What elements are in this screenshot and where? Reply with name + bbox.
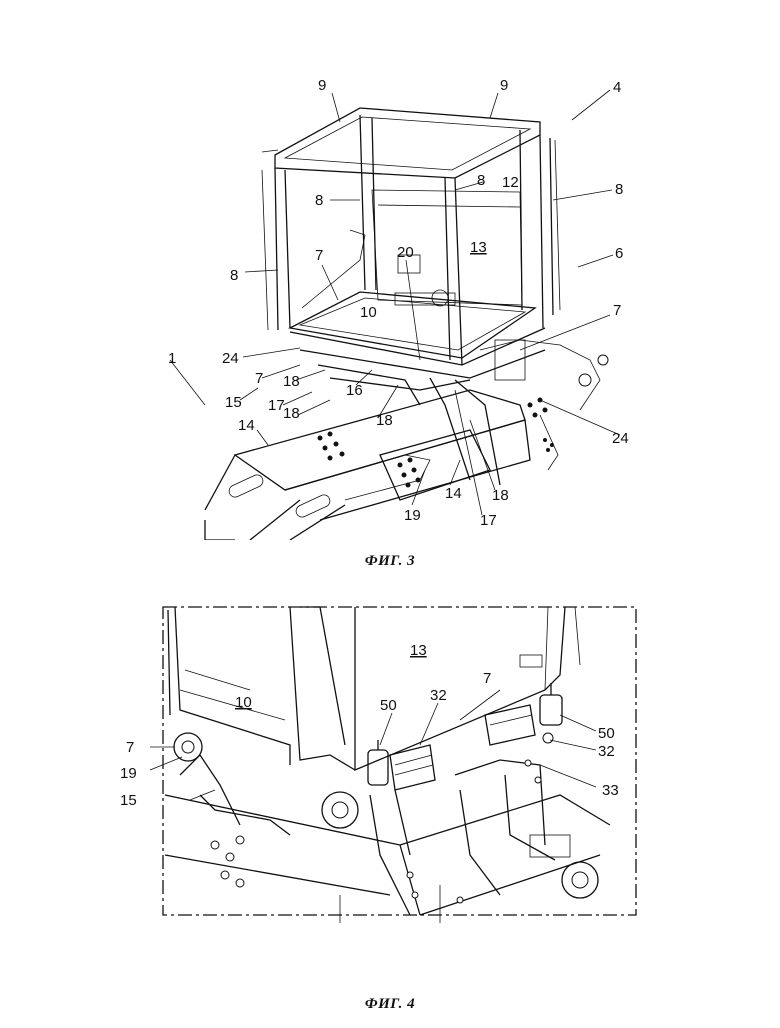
ref-label: 7 [613,302,621,319]
ref-label: 8 [615,181,623,198]
ref-label: 13 [410,642,427,659]
figure-3-drawing: 9 9 4 8 8 12 8 8 7 20 13 6 10 7 24 7 18 … [0,60,780,540]
ref-label: 18 [376,412,393,429]
ref-label: 7 [255,370,263,387]
figure-3-svg: 9 9 4 8 8 12 8 8 7 20 13 6 10 7 24 7 18 … [0,60,780,540]
ref-label: 50 [380,697,397,714]
ref-label: 33 [602,782,619,799]
ref-label: 18 [492,487,509,504]
damper-elements [368,683,562,785]
ref-label: 10 [235,694,252,711]
ref-label: 7 [315,247,323,264]
ref-label: 19 [120,765,137,782]
ref-label: 10 [360,304,377,321]
cab-posts [262,115,560,365]
figure-3-caption: ФИГ. 3 [0,553,780,570]
ref-label: 14 [238,417,255,434]
ref-label: 32 [430,687,447,704]
ref-label: 15 [225,394,242,411]
ref-label: 9 [318,77,326,94]
ref-label: 15 [120,792,137,809]
ref-label: 6 [615,245,623,262]
ref-label: 24 [612,430,629,447]
ref-label: 12 [502,174,519,191]
ref-label: 14 [322,929,339,930]
ref-label: 8 [230,267,238,284]
ref-label: 20 [397,244,414,261]
ref-label: 13 [470,239,487,256]
ref-label: 18 [283,405,300,422]
cab-subframe [300,340,608,485]
detail-frame-border [163,607,636,915]
ref-label: 14 [445,485,462,502]
ref-label: 8 [477,172,485,189]
bolt-hole-patterns [318,398,555,488]
ref-label: 17 [480,512,497,529]
ref-label: 24 [222,350,239,367]
cab-body-detail [168,607,580,770]
ref-label: 18 [283,373,300,390]
ref-label: 8 [315,192,323,209]
ref-label: 16 [346,382,363,399]
ref-label: 1 [168,350,176,367]
ref-label: 7 [483,670,491,687]
ref-label: 9 [500,77,508,94]
figure-4-drawing: 13 7 10 50 32 50 32 7 19 15 33 14 14 [0,595,780,930]
ref-label: 14 [428,929,445,930]
figure-4-svg: 13 7 10 50 32 50 32 7 19 15 33 14 14 [0,595,780,930]
ref-label: 4 [613,79,621,96]
ref-label: 19 [404,507,421,524]
ref-label: 50 [598,725,615,742]
reference-numerals-fig4: 13 7 10 50 32 50 32 7 19 15 33 14 14 [120,642,619,930]
cab-roof-frame [262,108,540,178]
ref-label: 7 [126,739,134,756]
figure-4-caption: ФИГ. 4 [0,996,780,1013]
ref-label: 32 [598,743,615,760]
